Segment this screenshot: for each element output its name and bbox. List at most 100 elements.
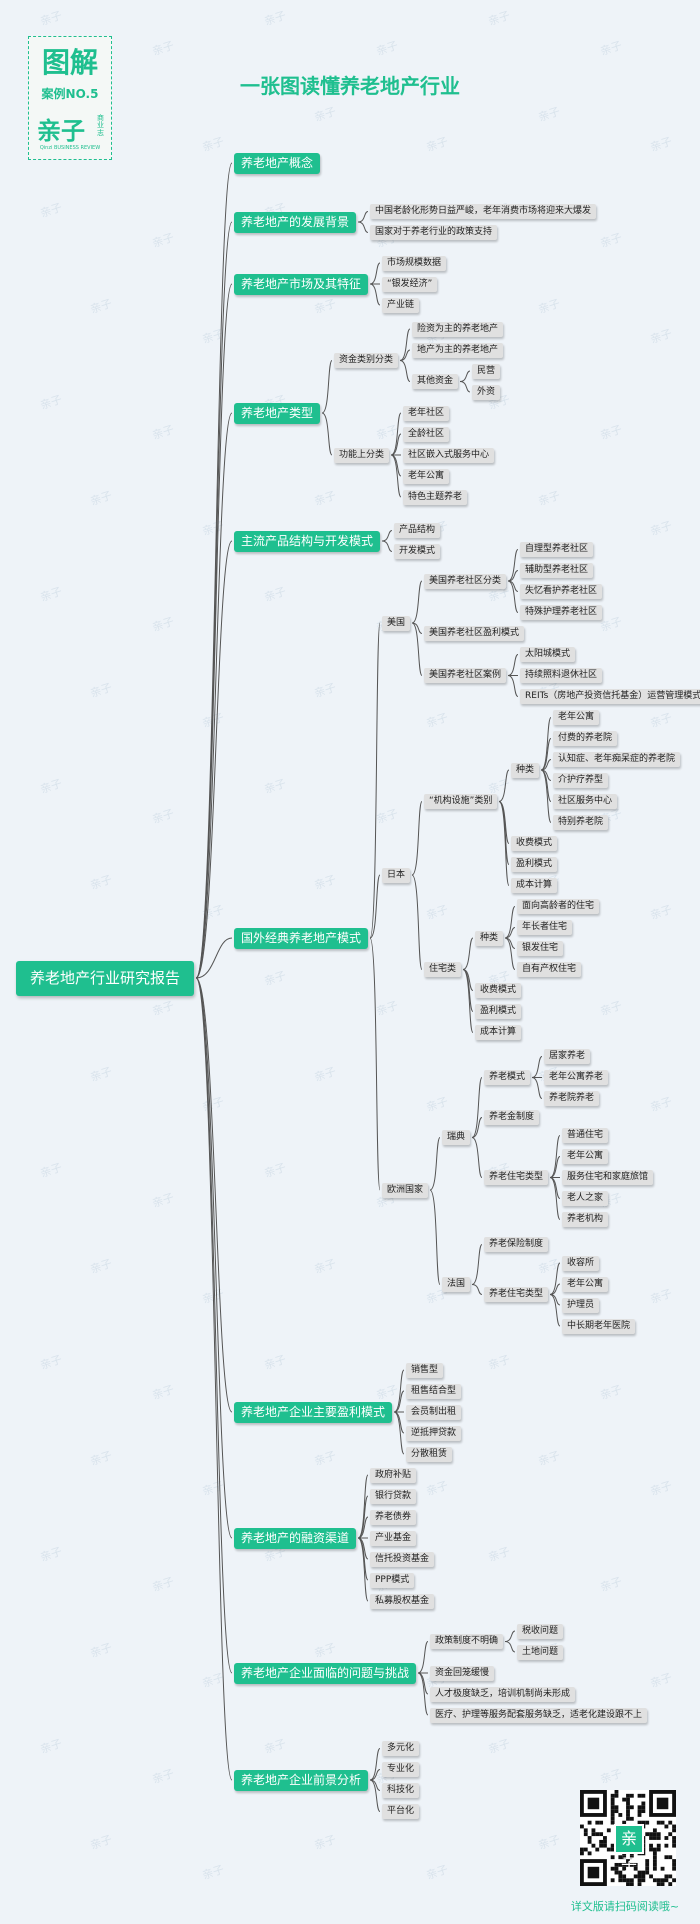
node-5-2-1-1-1[interactable]: 老年公寓 <box>562 1277 609 1293</box>
node-8-0[interactable]: 政策制度不明确 <box>430 1634 504 1650</box>
node-5-0-2-0[interactable]: 太阳城模式 <box>520 647 576 663</box>
node-4-1[interactable]: 开发模式 <box>394 544 441 560</box>
node-5-1-0-0-1[interactable]: 付费的养老院 <box>553 731 618 747</box>
node-5-2-1-1-0[interactable]: 收容所 <box>562 1256 600 1272</box>
node-3-1-0[interactable]: 老年社区 <box>403 406 450 422</box>
section-node-3[interactable]: 养老地产类型 <box>234 403 321 424</box>
node-8-0-1[interactable]: 土地问题 <box>517 1645 564 1661</box>
node-2-2[interactable]: 产业链 <box>382 298 420 314</box>
node-5-2-0-2[interactable]: 养老住宅类型 <box>484 1170 549 1186</box>
node-5-1-0-2[interactable]: 盈利模式 <box>511 857 558 873</box>
node-5-2-0-0-0[interactable]: 居家养老 <box>544 1049 591 1065</box>
node-5-1-1-0[interactable]: 种类 <box>475 931 504 947</box>
node-5-0-0-0[interactable]: 自理型养老社区 <box>520 542 594 558</box>
node-7-0[interactable]: 政府补贴 <box>370 1468 417 1484</box>
section-node-2[interactable]: 养老地产市场及其特征 <box>234 274 369 295</box>
node-2-1[interactable]: “银发经济” <box>382 277 438 293</box>
node-5-0-2-2[interactable]: REITs（房地产投资信托基金）运营管理模式 <box>520 689 700 705</box>
node-3-0-2-0[interactable]: 民营 <box>472 364 501 380</box>
node-5-1-1-0-3[interactable]: 自有产权住宅 <box>517 962 582 978</box>
node-7-1[interactable]: 银行贷款 <box>370 1489 417 1505</box>
node-5-2-1-0[interactable]: 养老保险制度 <box>484 1237 549 1253</box>
node-5-1-1-0-1[interactable]: 年长者住宅 <box>517 920 573 936</box>
node-5-1-1-0-2[interactable]: 银发住宅 <box>517 941 564 957</box>
node-6-0[interactable]: 销售型 <box>406 1363 444 1379</box>
node-5-1-0[interactable]: “机构设施”类别 <box>424 794 498 810</box>
section-node-1[interactable]: 养老地产的发展背景 <box>234 212 357 233</box>
node-5-1-0-0-5[interactable]: 特别养老院 <box>553 815 609 831</box>
node-9-2[interactable]: 科技化 <box>382 1783 420 1799</box>
section-node-9[interactable]: 养老地产企业前景分析 <box>234 1770 369 1791</box>
node-9-1[interactable]: 专业化 <box>382 1762 420 1778</box>
node-5-2-0-0-1[interactable]: 老年公寓养老 <box>544 1070 609 1086</box>
node-5-0-0[interactable]: 美国养老社区分类 <box>424 574 507 590</box>
section-node-7[interactable]: 养老地产的融资渠道 <box>234 1528 357 1549</box>
section-node-0[interactable]: 养老地产概念 <box>234 153 321 174</box>
node-5-1-0-3[interactable]: 成本计算 <box>511 878 558 894</box>
node-7-4[interactable]: 信托投资基金 <box>370 1552 435 1568</box>
node-8-3[interactable]: 医疗、护理等服务配套服务缺乏，适老化建设跟不上 <box>430 1708 648 1724</box>
node-5-0-0-3[interactable]: 特殊护理养老社区 <box>520 605 603 621</box>
node-5-2-1-1-3[interactable]: 中长期老年医院 <box>562 1319 636 1335</box>
root-node[interactable]: 养老地产行业研究报告 <box>16 961 195 996</box>
node-8-2[interactable]: 人才极度缺乏，培训机制尚未形成 <box>430 1687 576 1703</box>
node-3-0[interactable]: 资金类别分类 <box>334 353 399 369</box>
node-5-0-1[interactable]: 美国养老社区盈利模式 <box>424 626 525 642</box>
node-5-2-0-0-2[interactable]: 养老院养老 <box>544 1091 600 1107</box>
node-7-3[interactable]: 产业基金 <box>370 1531 417 1547</box>
node-8-0-0[interactable]: 税收问题 <box>517 1624 564 1640</box>
node-4-0[interactable]: 产品结构 <box>394 523 441 539</box>
node-3-0-1[interactable]: 地产为主的养老地产 <box>412 343 504 359</box>
section-node-5[interactable]: 国外经典养老地产模式 <box>234 928 369 949</box>
node-6-2[interactable]: 会员制出租 <box>406 1405 462 1421</box>
section-node-6[interactable]: 养老地产企业主要盈利模式 <box>234 1402 393 1423</box>
node-5-1[interactable]: 日本 <box>382 868 411 884</box>
node-5-1-1-0-0[interactable]: 面向高龄者的住宅 <box>517 899 600 915</box>
node-5-2-0-0[interactable]: 养老模式 <box>484 1070 531 1086</box>
node-5-1-0-0-3[interactable]: 介护疗养型 <box>553 773 609 789</box>
node-5-2-0-2-3[interactable]: 老人之家 <box>562 1191 609 1207</box>
node-3-1[interactable]: 功能上分类 <box>334 448 390 464</box>
node-5-1-1[interactable]: 住宅类 <box>424 962 462 978</box>
node-5-2-0-2-0[interactable]: 普通住宅 <box>562 1128 609 1144</box>
node-7-2[interactable]: 养老债券 <box>370 1510 417 1526</box>
node-5-2-0-2-4[interactable]: 养老机构 <box>562 1212 609 1228</box>
node-5-2-0-2-1[interactable]: 老年公寓 <box>562 1149 609 1165</box>
node-5-1-0-0-2[interactable]: 认知症、老年痴呆症的养老院 <box>553 752 681 768</box>
node-2-0[interactable]: 市场规模数据 <box>382 256 447 272</box>
node-5-1-0-0-0[interactable]: 老年公寓 <box>553 710 600 726</box>
node-3-1-2[interactable]: 社区嵌入式服务中心 <box>403 448 495 464</box>
node-5-1-1-3[interactable]: 成本计算 <box>475 1025 522 1041</box>
section-node-8[interactable]: 养老地产企业面临的问题与挑战 <box>234 1663 417 1684</box>
node-7-5[interactable]: PPP模式 <box>370 1573 415 1589</box>
node-3-1-4[interactable]: 特色主题养老 <box>403 490 468 506</box>
node-5-2-0-2-2[interactable]: 服务住宅和家庭旅馆 <box>562 1170 654 1186</box>
node-9-0[interactable]: 多元化 <box>382 1741 420 1757</box>
node-6-4[interactable]: 分散租赁 <box>406 1447 453 1463</box>
node-5-1-1-1[interactable]: 收费模式 <box>475 983 522 999</box>
node-5-1-0-0[interactable]: 种类 <box>511 763 540 779</box>
node-3-0-2[interactable]: 其他资金 <box>412 374 459 390</box>
node-5-0-0-1[interactable]: 辅助型养老社区 <box>520 563 594 579</box>
node-5-2-1[interactable]: 法国 <box>442 1277 471 1293</box>
node-5-1-0-0-4[interactable]: 社区服务中心 <box>553 794 618 810</box>
node-1-1[interactable]: 国家对于养老行业的政策支持 <box>370 225 498 241</box>
node-3-0-2-1[interactable]: 外资 <box>472 385 501 401</box>
node-5-2-0-1[interactable]: 养老金制度 <box>484 1110 540 1126</box>
node-5-0-2-1[interactable]: 持续照料退休社区 <box>520 668 603 684</box>
node-3-0-0[interactable]: 险资为主的养老地产 <box>412 322 504 338</box>
node-1-0[interactable]: 中国老龄化形势日益严峻，老年消费市场将迎来大爆发 <box>370 204 597 220</box>
section-node-4[interactable]: 主流产品结构与开发模式 <box>234 531 381 552</box>
node-6-3[interactable]: 逆抵押贷款 <box>406 1426 462 1442</box>
node-5-1-1-2[interactable]: 盈利模式 <box>475 1004 522 1020</box>
node-5-1-0-1[interactable]: 收费模式 <box>511 836 558 852</box>
node-5-0-0-2[interactable]: 失忆看护养老社区 <box>520 584 603 600</box>
node-5-2[interactable]: 欧洲国家 <box>382 1183 429 1199</box>
node-9-3[interactable]: 平台化 <box>382 1804 420 1820</box>
node-6-1[interactable]: 租售结合型 <box>406 1384 462 1400</box>
node-3-1-3[interactable]: 老年公寓 <box>403 469 450 485</box>
node-8-1[interactable]: 资金回笼缓慢 <box>430 1666 495 1682</box>
node-3-1-1[interactable]: 全龄社区 <box>403 427 450 443</box>
node-5-2-0[interactable]: 瑞典 <box>442 1130 471 1146</box>
node-5-0[interactable]: 美国 <box>382 616 411 632</box>
